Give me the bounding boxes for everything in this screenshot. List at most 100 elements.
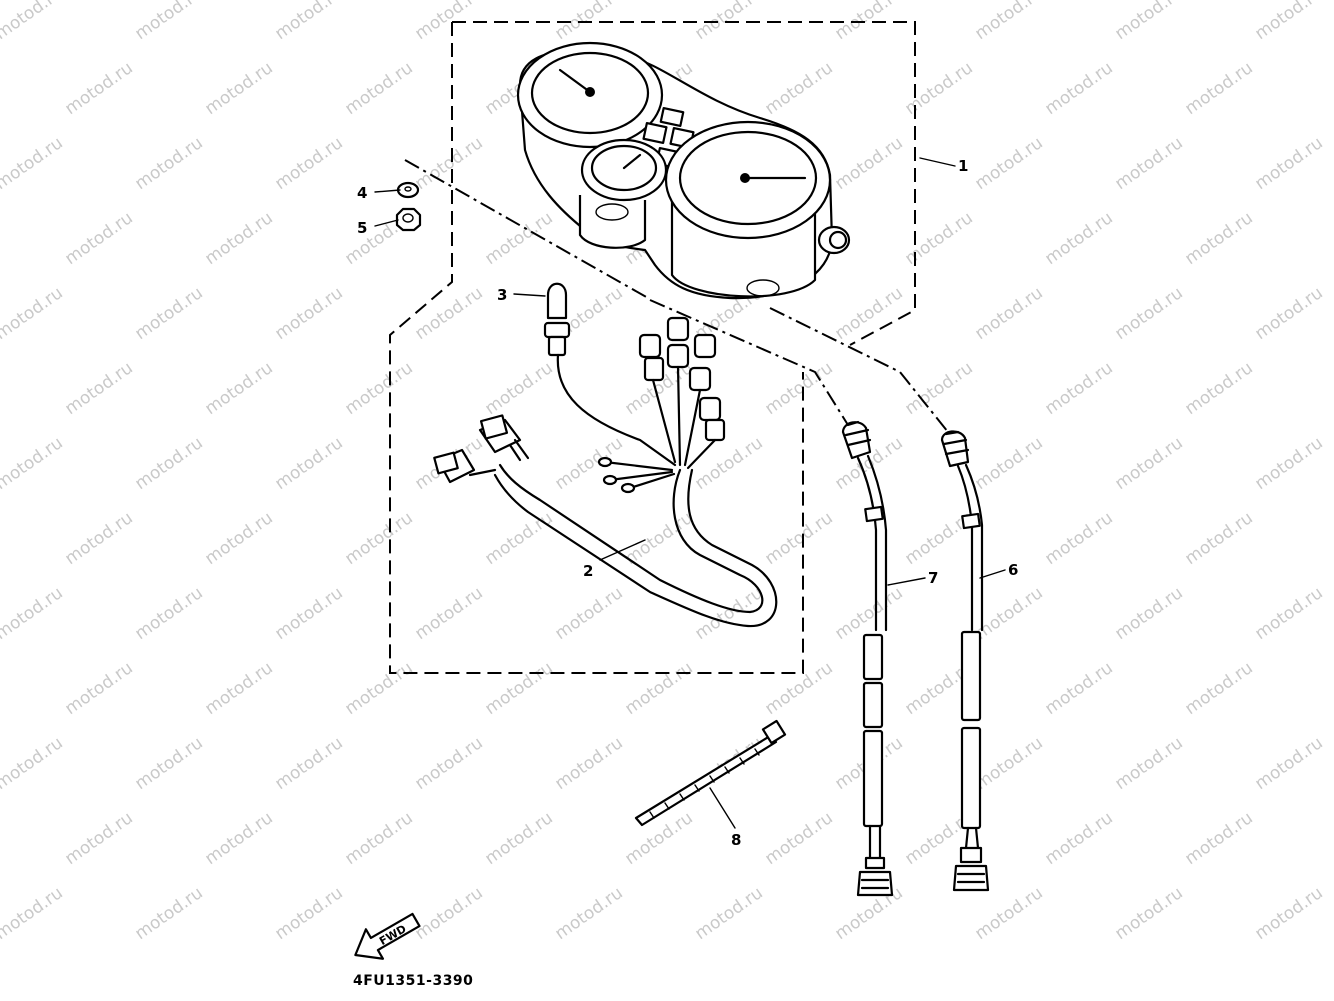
watermark-text: motod.ru [691,883,766,944]
watermark-text: motod.ru [1251,733,1326,794]
watermark-text: motod.ru [1181,508,1256,569]
watermark-text: motod.ru [1251,283,1326,344]
watermark-text: motod.ru [271,583,346,644]
watermark-text: motod.ru [1251,433,1326,494]
watermark-text: motod.ru [1111,733,1186,794]
callout-5: 5 [357,219,367,237]
wire-harness [433,316,778,628]
watermark-text: motod.ru [621,808,696,869]
watermark-text: motod.ru [0,433,67,494]
watermark-text: motod.ru [901,358,976,419]
watermark-text: motod.ru [551,883,626,944]
watermark-text: motod.ru [1181,808,1256,869]
bulb-part [546,282,568,320]
watermark-text: motod.ru [761,508,836,569]
watermark-text: motod.ru [901,58,976,119]
watermark-text: motod.ru [1251,583,1326,644]
watermark-text: motod.ru [1111,0,1186,44]
watermark-text: motod.ru [341,358,416,419]
watermark-text: motod.ru [411,283,486,344]
watermark-text: motod.ru [131,733,206,794]
watermark-text: motod.ru [411,883,486,944]
watermark-text: motod.ru [1111,133,1186,194]
watermark-text: motod.ru [341,658,416,719]
callout-3: 3 [497,286,507,304]
watermark-text: motod.ru [691,433,766,494]
watermark-text: motod.ru [621,658,696,719]
watermark-text: motod.ru [971,283,1046,344]
callout-6: 6 [1008,561,1018,579]
watermark-text: motod.ru [1041,358,1116,419]
watermark-text: motod.ru [971,883,1046,944]
watermark-text: motod.ru [761,358,836,419]
watermark-text: motod.ru [621,508,696,569]
watermark-text: motod.ru [1111,583,1186,644]
watermark-text: motod.ru [0,0,67,44]
watermark-text: motod.ru [201,358,276,419]
watermark-text: motod.ru [1041,58,1116,119]
watermark-text: motod.ru [1251,0,1326,44]
watermark-text: motod.ru [901,208,976,269]
watermark-text: motod.ru [761,658,836,719]
watermark-text: motod.ru [1041,508,1116,569]
callout-8: 8 [731,831,741,849]
watermark-text: motod.ru [1181,58,1256,119]
watermark-text: motod.ru [201,508,276,569]
watermark-text: motod.ru [131,133,206,194]
callout-labels: 1 2 3 4 5 6 7 8 [357,157,1018,849]
watermark-text: motod.ru [1041,658,1116,719]
forward-arrow-icon: FWD [354,912,421,960]
watermark-text: motod.ru [1251,883,1326,944]
meter-cable-7 [841,420,894,897]
watermark-text: motod.ru [131,583,206,644]
watermark-text: motod.ru [271,433,346,494]
watermark-text: motod.ru [341,508,416,569]
meter-cable-6 [940,430,990,892]
watermark-text: motod.ru [1181,358,1256,419]
watermark-text: motod.ru [61,808,136,869]
callout-7: 7 [928,569,938,587]
watermark-text: motod.ru [61,208,136,269]
watermark-text: motod.ru [0,133,67,194]
watermark-text: motod.ru [61,658,136,719]
watermark-text: motod.ru [411,583,486,644]
watermark-text: motod.ru [0,283,67,344]
watermark-text: motod.ru [761,808,836,869]
watermark-text: motod.ru [201,208,276,269]
watermark-text: motod.ru [1041,808,1116,869]
callout-2: 2 [583,562,593,580]
watermark-text: motod.ru [971,733,1046,794]
watermark-text: motod.ru [1181,208,1256,269]
harness-couplers [433,414,530,484]
watermark-text: motod.ru [0,583,67,644]
watermark-text: motod.ru [61,508,136,569]
watermark-text: motod.ru [1111,433,1186,494]
watermark-text: motod.ru [271,283,346,344]
watermark-text: motod.ru [61,58,136,119]
watermark-text: motod.ru [481,358,556,419]
nut-part [395,207,422,232]
watermark-text: motod.ru [761,58,836,119]
harness-sockets [638,316,726,442]
watermark-text: motod.ru [971,133,1046,194]
watermark-text: motod.ru [1041,208,1116,269]
watermark-text: motod.ru [481,808,556,869]
watermark-text: motod.ru [131,283,206,344]
part-code: 4FU1351-3390 [353,973,473,989]
watermark-text: motod.ru [271,0,346,44]
cable-tie [634,719,787,827]
watermark-text: motod.ru [551,733,626,794]
watermark-text: motod.ru [551,583,626,644]
watermark-text: motod.ru [271,133,346,194]
watermark-text: motod.ru [131,883,206,944]
watermark-text: motod.ru [131,0,206,44]
assembly-boundary-meter [389,21,916,674]
callout-1: 1 [958,157,968,175]
callout-4: 4 [357,184,367,202]
watermark-text: motod.ru [271,733,346,794]
watermark-text: motod.ru [341,58,416,119]
watermark-text: motod.ru [831,133,906,194]
leader-lines [404,159,949,433]
watermark-text: motod.ru [201,58,276,119]
